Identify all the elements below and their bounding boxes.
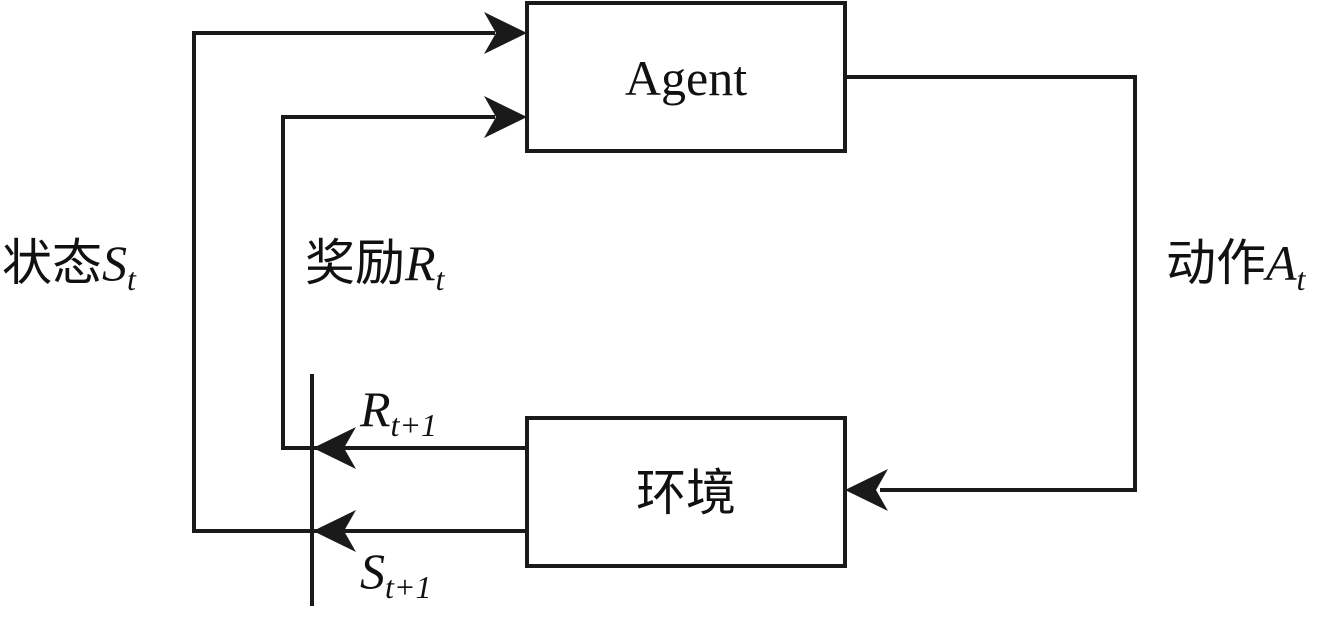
state-next-var: S (360, 543, 385, 599)
action-wire (845, 75, 1137, 492)
action-label-var: A (1263, 235, 1297, 291)
reward-next-var: R (359, 381, 391, 437)
state-next-label: St+1 (360, 543, 431, 605)
reward-label-sub: t (436, 261, 446, 297)
reward-wire (281, 115, 527, 450)
reward-label-var: R (404, 235, 436, 291)
action-label-sub: t (1297, 261, 1307, 297)
state-next-sub: t+1 (385, 569, 431, 605)
state-label-sub: t (127, 261, 137, 297)
action-label: 动作At (1166, 235, 1307, 297)
environment-label: 环境 (636, 465, 736, 521)
action-arrowhead (845, 469, 888, 511)
environment-box (525, 416, 847, 568)
state-wire (192, 31, 527, 533)
reward-label: 奖励Rt (305, 235, 446, 297)
state-label-var: S (102, 235, 127, 291)
action-label-text: 动作 (1166, 235, 1266, 291)
state-next-arrowhead (313, 510, 356, 552)
state-label: 状态St (2, 235, 137, 297)
reward-next-sub: t+1 (391, 407, 437, 443)
reward-to-agent-arrowhead (484, 96, 527, 138)
state-to-agent-arrowhead (484, 12, 527, 54)
reward-next-label: Rt+1 (359, 381, 437, 443)
reward-label-text: 奖励 (305, 235, 405, 291)
agent-label: Agent (625, 50, 747, 106)
reward-next-arrowhead (313, 427, 356, 469)
state-label-text: 状态 (2, 235, 102, 291)
agent-box (525, 1, 847, 153)
